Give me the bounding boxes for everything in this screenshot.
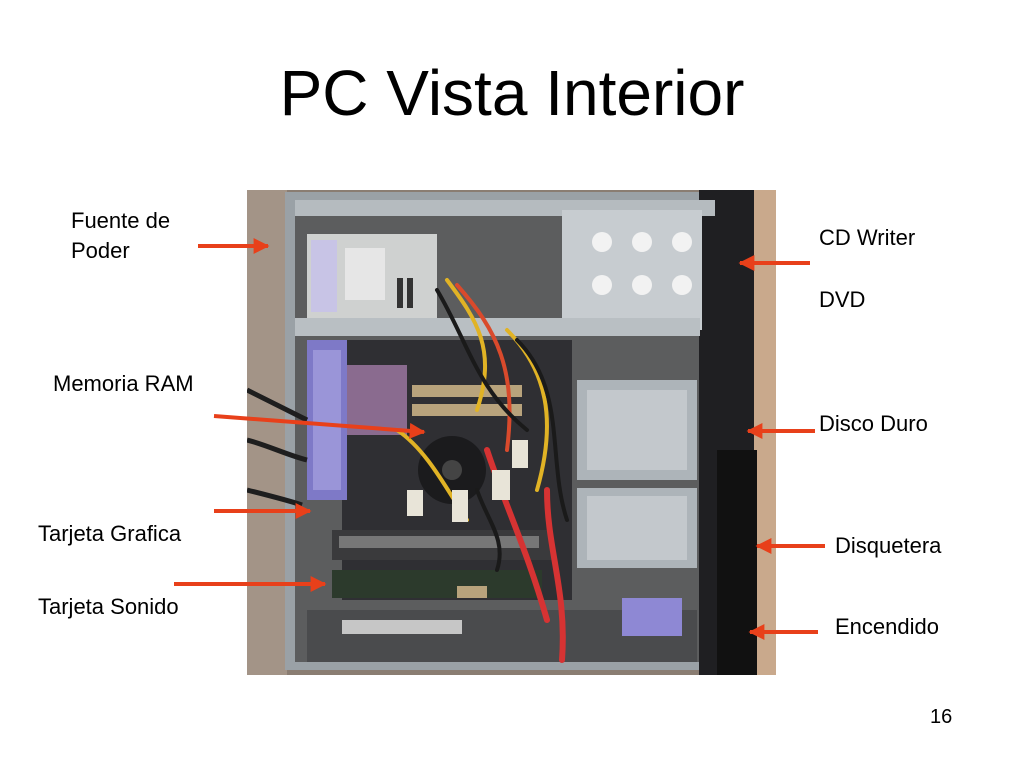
arrow-memoria [213, 414, 426, 439]
label-disquetera: Disquetera [835, 533, 942, 558]
label-memoria-ram: Memoria RAM [53, 371, 194, 396]
label-disco-duro: Disco Duro [819, 411, 928, 436]
page-number: 16 [930, 706, 953, 728]
pc-interior-photo [247, 190, 776, 675]
label-encendido: Encendido [835, 614, 939, 639]
label-fuente-line2: Poder [71, 238, 130, 263]
label-fuente-line1: Fuente de [71, 208, 171, 233]
label-tarjeta-sonido: Tarjeta Sonido [38, 594, 179, 619]
label-cd-writer: CD Writer [819, 225, 916, 250]
label-tarjeta-grafica: Tarjeta Grafica [38, 521, 182, 546]
slide-title: PC Vista Interior [279, 57, 745, 129]
label-dvd: DVD [819, 287, 866, 312]
